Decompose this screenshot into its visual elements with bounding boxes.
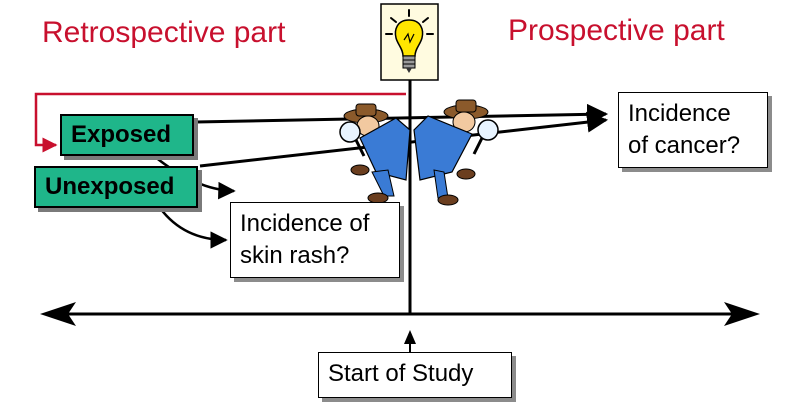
timeline-axis — [40, 302, 760, 326]
retrospective-bracket — [34, 92, 406, 153]
cancer-label-line-2: of cancer? — [628, 132, 741, 159]
prospective-heading: Prospective part — [508, 14, 725, 47]
rash-label-line-1: Incidence of — [240, 210, 370, 237]
unexposed-to-rash-arrow — [159, 207, 228, 249]
unexposed-group-box: Unexposed — [34, 166, 198, 208]
light-bulb-icon — [380, 3, 439, 81]
exposed-group-box: Exposed — [60, 114, 194, 156]
retrospective-heading: Retrospective part — [42, 16, 286, 49]
exposed-to-cancer-arrow — [195, 103, 609, 125]
rash-label-line-2: skin rash? — [240, 242, 350, 269]
start-pointer-arrow — [404, 330, 416, 352]
start-of-study-label: Start of Study — [318, 352, 512, 398]
cancer-label-line-1: Incidence — [628, 100, 731, 127]
detective-icon — [339, 99, 499, 206]
cancer-incidence-box: Incidence of cancer? — [618, 92, 768, 168]
skin-rash-incidence-box: Incidence of skin rash? — [230, 202, 400, 278]
